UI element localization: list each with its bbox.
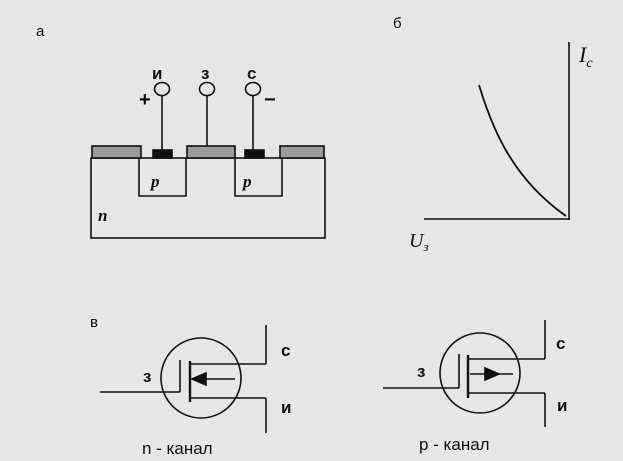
p-channel-body-circle xyxy=(439,332,521,414)
substrate-label: n xyxy=(98,206,107,225)
p-region-right-label: p xyxy=(241,172,252,191)
drain-contact xyxy=(244,149,265,159)
p-region-left xyxy=(138,158,187,197)
y-axis-label: Ic xyxy=(578,42,593,71)
transfer-characteristic-graph xyxy=(424,42,570,220)
plus-sign: + xyxy=(139,89,151,111)
n-channel-arrow-icon xyxy=(189,371,207,387)
n-channel-source-label: и xyxy=(281,398,291,417)
gate-terminal-circle xyxy=(198,81,216,97)
p-channel-drain-label: с xyxy=(556,334,565,353)
source-contact xyxy=(152,149,173,159)
mosfet-cross-section xyxy=(90,81,326,239)
source-terminal-circle xyxy=(153,81,171,97)
drain-label: с xyxy=(247,64,256,83)
n-channel-caption: n - канал xyxy=(142,439,213,458)
minus-sign: − xyxy=(264,89,276,111)
gate-label: з xyxy=(201,64,209,83)
p-channel-gate-label: з xyxy=(417,362,425,381)
p-channel-symbol xyxy=(383,320,546,427)
panel-label-a: а xyxy=(36,23,45,40)
p-channel-source-label: и xyxy=(557,396,567,415)
drain-terminal-circle xyxy=(244,81,262,97)
source-label: и xyxy=(152,64,162,83)
oxide-gate xyxy=(186,145,236,159)
p-channel-caption: р - канал xyxy=(419,435,490,454)
panel-label-b: б xyxy=(393,15,402,32)
x-axis-label: Uз xyxy=(409,230,429,254)
oxide-right xyxy=(279,145,325,159)
p-channel-arrow-icon xyxy=(484,366,502,382)
n-substrate xyxy=(90,157,326,239)
n-channel-drain-label: с xyxy=(281,341,290,360)
n-channel-symbol xyxy=(100,325,267,433)
panel-label-v: в xyxy=(90,314,98,331)
n-channel-body-circle xyxy=(160,337,242,419)
drain-current-curve xyxy=(478,84,567,217)
oxide-left xyxy=(91,145,142,159)
n-channel-gate-label: з xyxy=(143,367,151,386)
p-region-left-label: p xyxy=(149,172,160,191)
p-region-right xyxy=(234,158,283,197)
